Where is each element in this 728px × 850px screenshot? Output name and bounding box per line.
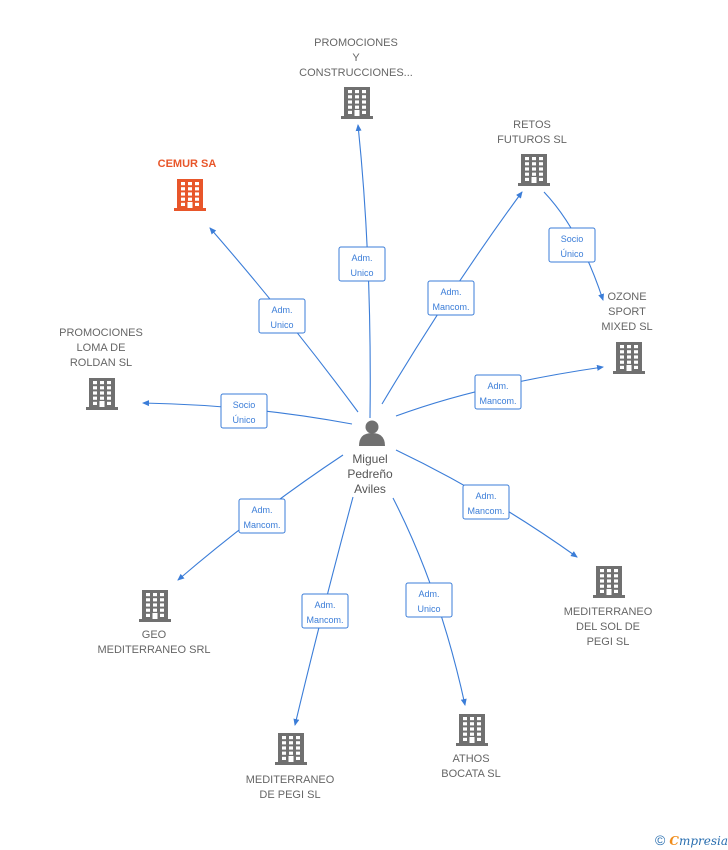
relation-labels: Adm.UnicoAdm.Mancom.Adm.UnicoAdm.Mancom.… — [220, 227, 596, 629]
company-label-retos-futuros-line: FUTUROS SL — [497, 134, 567, 146]
company-label-geo-mediterraneo-line: GEO — [142, 629, 167, 641]
relation-badge-ozone-sport-text: Adm. — [487, 381, 508, 391]
company-label-ozone-sport: OZONE SPORT MIXED SL — [601, 291, 652, 333]
relation-badge-mediterraneo-pegi-text: Adm. — [314, 600, 335, 610]
company-label-promociones-construcciones-line: CONSTRUCCIONES... — [299, 67, 413, 79]
relation-badge-geo-mediterraneo-text: Mancom. — [243, 520, 280, 530]
company-label-mediterraneo-del-sol-line: MEDITERRANEO — [564, 606, 653, 618]
company-label-geo-mediterraneo-line: MEDITERRANEO SRL — [97, 644, 210, 656]
footer-brand: ©Cmpresia — [655, 832, 728, 848]
relation-badge-retos-futuros-text: Mancom. — [432, 302, 469, 312]
company-label-ozone-sport-line: OZONE — [607, 291, 646, 303]
relation-badge-athos-bocata-text: Unico — [417, 604, 440, 614]
building-icon[interactable] — [139, 590, 171, 622]
person-name-line: Pedreño — [347, 467, 393, 481]
relation-badge-athos-bocata[interactable]: Adm. Unico — [405, 582, 453, 618]
company-label-mediterraneo-del-sol-line: PEGI SL — [587, 636, 630, 648]
building-icon[interactable] — [518, 154, 550, 186]
company-label-athos-bocata: ATHOS BOCATA SL — [441, 753, 501, 780]
relation-badge-promociones-loma-text: Socio — [233, 400, 256, 410]
person-icon[interactable] — [359, 420, 385, 447]
company-label-mediterraneo-pegi-line: MEDITERRANEO — [246, 774, 335, 786]
relation-badge-promociones-loma-text: Único — [232, 415, 255, 425]
relation-badge-geo-mediterraneo-text: Adm. — [251, 505, 272, 515]
relation-badge-retos-futuros-text: Adm. — [440, 287, 461, 297]
company-label-athos-bocata-line: BOCATA SL — [441, 768, 501, 780]
company-label-athos-bocata-line: ATHOS — [452, 753, 489, 765]
relation-badge-ozone-sport[interactable]: Adm. Mancom. — [474, 374, 522, 410]
company-label-ozone-sport-line: SPORT — [608, 306, 646, 318]
relation-badge-cemur-text: Adm. — [271, 305, 292, 315]
company-label-cemur: CEMUR SA — [158, 158, 217, 170]
relation-badge-cemur[interactable]: Adm. Unico — [258, 298, 306, 334]
company-label-promociones-loma-line: ROLDAN SL — [70, 357, 132, 369]
relation-badge-promociones-construcciones-text: Adm. — [351, 253, 372, 263]
company-label-retos-futuros: RETOS FUTUROS SL — [497, 119, 567, 146]
relation-badge-mediterraneo-del-sol-text: Mancom. — [467, 506, 504, 516]
relation-badge-promociones-construcciones[interactable]: Adm. Unico — [338, 246, 386, 282]
company-label-promociones-construcciones-line: Y — [352, 52, 360, 64]
person-name-line: Miguel — [352, 452, 387, 466]
building-icon[interactable] — [275, 733, 307, 765]
relation-badge-cemur-text: Unico — [270, 320, 293, 330]
company-label-retos-futuros-line: RETOS — [513, 119, 551, 131]
building-icon[interactable] — [174, 179, 206, 211]
brand-rest: mpresia — [678, 834, 728, 848]
building-icon[interactable] — [593, 566, 625, 598]
building-icon[interactable] — [341, 87, 373, 119]
company-label-promociones-loma-line: LOMA DE — [77, 342, 126, 354]
relation-badge-geo-mediterraneo[interactable]: Adm. Mancom. — [238, 498, 286, 534]
relation-badge-retos-futuros[interactable]: Adm. Mancom. — [427, 280, 475, 316]
building-icon[interactable] — [456, 714, 488, 746]
relation-badge-mediterraneo-del-sol[interactable]: Adm. Mancom. — [462, 484, 510, 520]
company-label-promociones-loma-line: PROMOCIONES — [59, 327, 143, 339]
building-icon[interactable] — [613, 342, 645, 374]
company-label-cemur-line: CEMUR SA — [158, 158, 217, 170]
relation-badge-ozone-sport-text: Mancom. — [479, 396, 516, 406]
relation-badge-promociones-construcciones-text: Unico — [350, 268, 373, 278]
company-label-ozone-sport-line: MIXED SL — [601, 321, 652, 333]
brand-name[interactable]: Cmpresia — [669, 834, 728, 848]
company-label-promociones-construcciones-line: PROMOCIONES — [314, 37, 398, 49]
person-name-line: Aviles — [354, 482, 386, 496]
brand-first-letter: C — [669, 834, 679, 848]
company-label-mediterraneo-pegi-line: DE PEGI SL — [259, 789, 320, 801]
relation-badge-mediterraneo-pegi[interactable]: Adm. Mancom. — [301, 593, 349, 629]
building-icon[interactable] — [86, 378, 118, 410]
relation-badge-retos-futuros-ozone-sport-text: Socio — [561, 234, 584, 244]
copyright-symbol: © — [655, 832, 666, 848]
company-label-mediterraneo-del-sol-line: DEL SOL DE — [576, 621, 640, 633]
company-label-mediterraneo-del-sol: MEDITERRANEO DEL SOL DE PEGI SL — [564, 606, 653, 648]
relation-badge-mediterraneo-del-sol-text: Adm. — [475, 491, 496, 501]
company-label-promociones-loma: PROMOCIONES LOMA DE ROLDAN SL — [59, 327, 143, 369]
company-label-promociones-construcciones: PROMOCIONES Y CONSTRUCCIONES... — [299, 37, 413, 79]
relation-badge-retos-futuros-ozone-sport-text: Único — [560, 249, 583, 259]
relation-badge-mediterraneo-pegi-text: Mancom. — [306, 615, 343, 625]
relation-badge-athos-bocata-text: Adm. — [418, 589, 439, 599]
company-label-mediterraneo-pegi: MEDITERRANEO DE PEGI SL — [246, 774, 335, 801]
company-label-geo-mediterraneo: GEO MEDITERRANEO SRL — [97, 629, 210, 656]
